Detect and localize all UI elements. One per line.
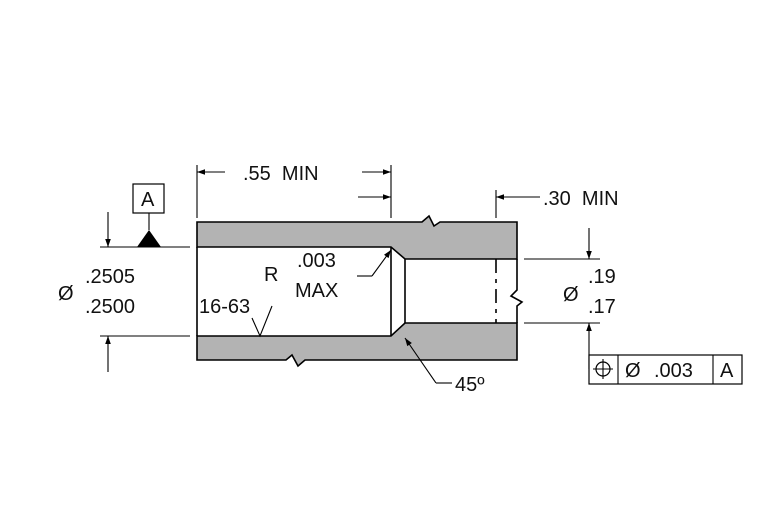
small-diameter-dimension: Ø .19 .17 [563,228,616,355]
radius-max: MAX [295,280,338,302]
small-dia-upper: .19 [588,266,616,288]
small-dia-symbol: Ø [563,284,579,306]
bore-diameter-dimension: Ø .2505 .2500 [58,212,135,372]
datum-triangle-icon [137,230,161,247]
fcf-tolerance: .003 [654,360,693,382]
object-lines [196,247,524,336]
break-line [509,259,524,323]
chamfer-callout: 45º [404,337,485,396]
chamfer-text: 45º [455,374,485,396]
extension-lines [100,165,600,337]
bore-dia-lower: .2500 [85,296,135,318]
bottom-wall [196,322,518,368]
finish-text: 16-63 [199,296,250,318]
dim-55-text: .55 MIN [243,163,319,185]
dimension-30: .30 MIN [358,188,619,210]
small-dia-lower: .17 [588,296,616,318]
radius-callout: R .003 MAX [264,249,392,302]
top-wall [196,214,518,260]
position-icon [593,359,613,379]
fcf-dia-symbol: Ø [625,360,641,382]
radius-value: .003 [297,250,336,272]
dimension-55: .55 MIN [197,163,391,185]
bore-dia-upper: .2505 [85,266,135,288]
part-section [196,214,518,368]
bore-dia-symbol: Ø [58,283,74,305]
finish-check-icon [251,305,273,338]
surface-finish-callout: 16-63 [199,296,273,338]
radius-prefix: R [264,264,278,286]
fcf-datum: A [720,360,734,382]
datum-letter: A [141,189,155,211]
datum-feature-symbol: A [132,183,165,247]
feature-control-frame: Ø .003 A [588,354,743,385]
dim-30-text: .30 MIN [543,188,619,210]
